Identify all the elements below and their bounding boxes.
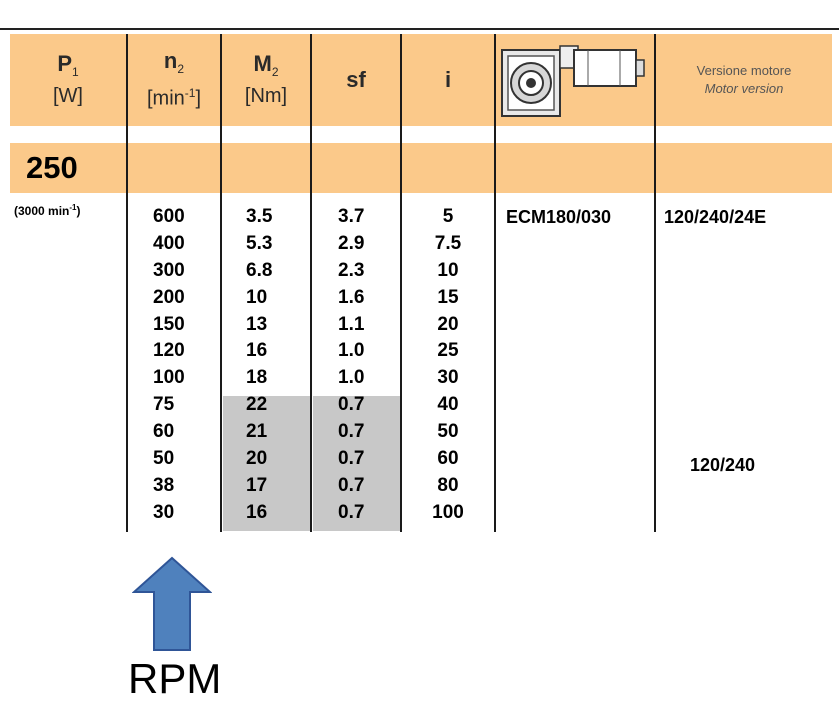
sf-value: 3.7 xyxy=(338,206,365,227)
n2-unit-close: ] xyxy=(195,87,202,110)
sf-value: 1.1 xyxy=(338,313,365,335)
p1-symbol: P xyxy=(57,51,72,76)
n2-column: 600 400 300 200 150 120 100 75 60 50 38 30 xyxy=(153,204,203,527)
ratio-value: 10 xyxy=(437,259,459,281)
ratio-value: 15 xyxy=(437,286,459,308)
ratio-value: 7.5 xyxy=(434,232,462,254)
header-sf: sf xyxy=(312,34,400,126)
rpm-note-sup: -1 xyxy=(69,203,77,212)
up-arrow-icon xyxy=(131,556,213,657)
n2-value: 120 xyxy=(153,340,185,362)
sf-value: 0.7 xyxy=(338,448,365,470)
ratio-column: 5 7.5 10 15 20 25 30 40 50 60 80 100 xyxy=(420,204,476,527)
rpm-label: RPM xyxy=(128,655,222,702)
p1-unit: [W] xyxy=(53,85,83,107)
header-version: Versione motore Motor version xyxy=(656,34,832,126)
n2-value: 38 xyxy=(153,474,175,496)
col-divider xyxy=(310,34,312,532)
col-divider xyxy=(220,34,222,532)
m2-value: 16 xyxy=(246,501,268,523)
sf-value: 0.7 xyxy=(338,394,365,416)
rpm-note-close: ) xyxy=(76,204,81,218)
m2-value: 16 xyxy=(246,340,268,362)
sf-label: sf xyxy=(346,67,366,92)
m2-unit: [Nm] xyxy=(244,85,288,107)
version-top: 120/240/24E xyxy=(664,207,767,227)
col-divider xyxy=(654,34,656,532)
m2-value: 22 xyxy=(246,394,268,416)
version-label-en: Motor version xyxy=(704,81,784,96)
header-p1: P1 [W] xyxy=(10,34,126,126)
ratio-value: 80 xyxy=(437,474,459,496)
n2-value: 150 xyxy=(153,313,185,335)
i-label: i xyxy=(444,67,452,92)
n2-value: 400 xyxy=(153,232,185,254)
n2-value: 600 xyxy=(153,206,185,227)
m2-value: 20 xyxy=(246,448,268,470)
sf-value: 2.3 xyxy=(338,259,365,281)
m2-value: 5.3 xyxy=(246,232,273,254)
p1-sub: 1 xyxy=(72,65,79,79)
n2-symbol: n xyxy=(163,48,178,74)
m2-value: 3.5 xyxy=(246,206,273,227)
col-divider xyxy=(400,34,402,532)
sf-value: 0.7 xyxy=(338,501,365,523)
m2-sub: 2 xyxy=(271,65,279,79)
n2-value: 60 xyxy=(153,421,175,443)
top-rule xyxy=(0,28,839,30)
n2-value: 100 xyxy=(153,367,185,389)
input-rpm-note: (3000 min-1) xyxy=(14,203,80,218)
m2-value: 21 xyxy=(246,421,268,443)
sf-value: 1.0 xyxy=(338,367,365,389)
ratio-value: 20 xyxy=(437,313,459,335)
m2-column: 3.5 5.3 6.8 10 13 16 18 22 21 20 17 16 xyxy=(246,204,286,527)
m2-value: 13 xyxy=(246,313,268,335)
header-n2: n2 [min-1] xyxy=(128,34,220,126)
sf-value: 1.0 xyxy=(338,340,365,362)
sf-value: 0.7 xyxy=(338,421,365,443)
sf-column: 3.7 2.9 2.3 1.6 1.1 1.0 1.0 0.7 0.7 0.7 0.7 0.7 xyxy=(338,204,378,527)
n2-value: 200 xyxy=(153,286,185,308)
header-i: i xyxy=(402,34,494,126)
n2-unit-sup: -1 xyxy=(184,86,196,101)
header-m2: M2 [Nm] xyxy=(222,34,310,126)
sf-value: 0.7 xyxy=(338,474,365,496)
col-divider xyxy=(494,34,496,532)
ratio-value: 25 xyxy=(437,340,459,362)
n2-value: 50 xyxy=(153,448,175,470)
rpm-note-text: (3000 min xyxy=(14,204,70,218)
gearmotor-icon xyxy=(500,40,650,122)
ratio-value: 30 xyxy=(437,367,459,389)
n2-sub: 2 xyxy=(177,62,185,77)
m2-symbol: M xyxy=(253,51,272,76)
ratio-value: 5 xyxy=(442,206,454,227)
m2-value: 18 xyxy=(246,367,268,389)
shaded-cells-m2 xyxy=(223,396,311,531)
shaded-cells-sf xyxy=(313,396,401,531)
ratio-value: 100 xyxy=(432,501,464,523)
version-bottom: 120/240 xyxy=(690,455,756,475)
ratio-value: 40 xyxy=(437,394,459,416)
power-value: 250 xyxy=(26,150,78,185)
power-band xyxy=(10,143,832,193)
m2-value: 6.8 xyxy=(246,259,273,281)
header-band xyxy=(10,34,832,126)
sf-value: 2.9 xyxy=(338,232,365,254)
sf-value: 1.6 xyxy=(338,286,365,308)
ratio-value: 60 xyxy=(437,448,459,470)
n2-value: 300 xyxy=(153,259,185,281)
n2-value: 75 xyxy=(153,394,175,416)
n2-unit: [min xyxy=(146,87,185,110)
n2-value: 30 xyxy=(153,501,175,523)
ratio-value: 50 xyxy=(437,421,459,443)
version-label-it: Versione motore xyxy=(696,63,792,78)
col-divider xyxy=(126,34,128,532)
m2-value: 10 xyxy=(246,286,268,308)
motor-model: ECM180/030 xyxy=(506,207,612,227)
m2-value: 17 xyxy=(246,474,268,496)
